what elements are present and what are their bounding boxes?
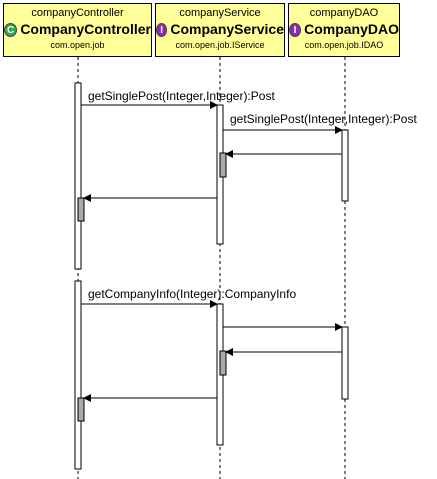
nested-activation-bar — [77, 397, 85, 422]
interface-stereotype-icon: I — [156, 22, 168, 37]
activation-bar — [74, 82, 82, 270]
participant-instance-name: companyService — [179, 7, 261, 19]
participant-class-name: CompanyService — [170, 21, 284, 37]
activation-bar — [341, 326, 349, 400]
nested-activation-bar — [219, 152, 227, 178]
participant-instance-name: companyDAO — [309, 7, 379, 19]
nested-activation-bar — [77, 197, 85, 222]
participant-company-dao[interactable]: companyDAO I CompanyDAO com.open.job.IDA… — [288, 3, 400, 57]
participant-class-name: CompanyDAO — [304, 21, 399, 37]
interface-stereotype-icon: I — [289, 22, 302, 37]
class-stereotype-icon: C — [4, 22, 18, 37]
participant-company-service[interactable]: companyService I CompanyService com.open… — [155, 3, 285, 57]
participant-package: com.open.job.IService — [175, 40, 265, 50]
participant-package: com.open.job — [50, 40, 105, 50]
participant-class-name: CompanyController — [20, 21, 151, 37]
participant-company-controller[interactable]: companyController C CompanyController co… — [3, 3, 152, 57]
message-label: getSinglePost(Integer,Integer):Post — [88, 89, 275, 103]
participant-package: com.open.job.IDAO — [304, 40, 384, 50]
activation-bar — [74, 280, 82, 470]
message-label: getCompanyInfo(Integer):CompanyInfo — [88, 287, 297, 301]
nested-activation-bar — [219, 350, 227, 376]
participant-instance-name: companyController — [31, 7, 124, 19]
activation-bar — [341, 129, 349, 202]
message-label: getSinglePost(Integer,Integer):Post — [230, 112, 417, 126]
